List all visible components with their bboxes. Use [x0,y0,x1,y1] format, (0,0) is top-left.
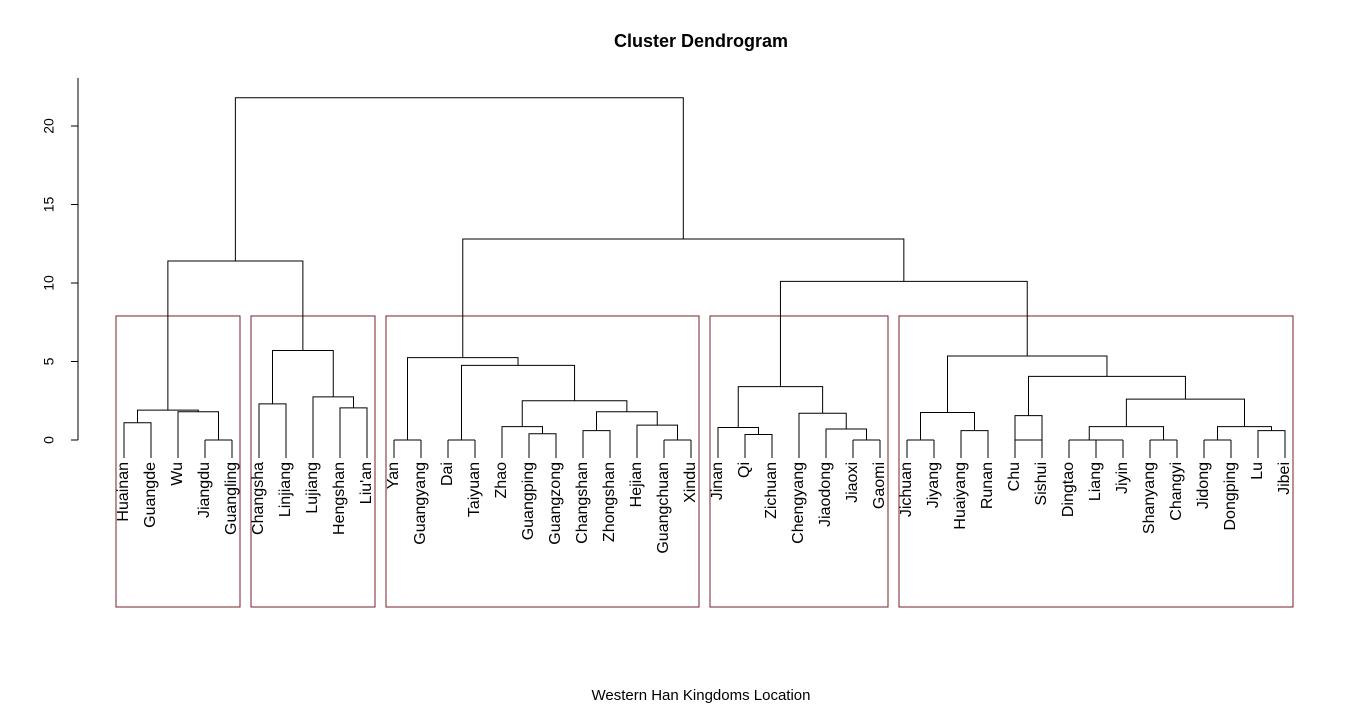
merge-branch [461,364,576,440]
leaf-label: Zichuan [763,462,780,519]
leaf-label: Guangde [142,462,159,528]
cluster-box [709,315,889,608]
merge-branch [798,412,847,440]
leaf-label: Hengshan [331,462,348,535]
leaf-label: Sishui [1033,462,1050,506]
merge-branch [339,407,368,440]
leaf-label: Zhao [493,462,510,499]
leaf-label: Changyi [1168,462,1185,521]
leaf-label: Lu [1249,462,1266,480]
merge-branch [312,396,354,440]
leaf-label: Chu [1006,462,1023,491]
merge-branch [737,386,824,428]
leaf-label: Jinan [709,462,726,500]
leaf-label: Guangping [520,462,537,540]
leaf-labels: Huainan Guangde Wu Jiangdu Guangling Changsha… [115,440,1293,554]
leaf-label: Jiaoxi [844,462,861,503]
merge-branch [1217,426,1272,440]
merge-branch [123,422,152,440]
merge-branch [528,433,557,440]
merge-branch [960,430,989,440]
leaf-label: Huainan [115,462,132,522]
dendrogram-branches [123,97,1286,441]
leaf-label: Linjiang [277,462,294,517]
leaf-label: Dingtao [1060,462,1077,517]
leaf-label: Huaiyang [952,462,969,530]
cluster-box [115,315,241,608]
merge-branch [1014,415,1043,440]
merge-branch [947,355,1108,413]
merge-branch [779,280,1028,387]
y-tick-label: 10 [41,275,57,291]
y-tick-label: 5 [41,357,57,365]
leaf-label: Yan [385,462,402,489]
leaf-label: Xindu [682,462,699,503]
leaf-label: Dongping [1222,462,1239,531]
leaf-label: Liu'an [358,462,375,504]
leaf-label: Gaomi [871,462,888,509]
leaf-label: Lujiang [304,462,321,514]
leaf-label: Guangchuan [655,462,672,554]
leaf-label: Jiaodong [817,462,834,527]
merge-branch [825,428,867,440]
leaf-label: Jibei [1276,462,1293,495]
cluster-box [385,315,700,608]
leaf-label: Guangling [223,462,240,535]
merge-branch [407,357,519,440]
leaf-label: Zhongshan [601,462,618,542]
merge-branch [1088,426,1164,440]
leaf-label: Runan [979,462,996,509]
leaf-label: Jidong [1195,462,1212,509]
merge-branch [1125,398,1245,427]
merge-branch [167,260,304,411]
merge-branch [177,411,219,440]
cluster-box [250,315,376,608]
cluster-boxes [115,315,1294,608]
leaf-label: Qi [736,462,753,478]
leaf-label: Taiyuan [466,462,483,517]
leaf-label: Hejian [628,462,645,507]
leaf-label: Jiyin [1114,462,1131,494]
leaf-label: Liang [1087,462,1104,501]
leaf-label: Jichuan [898,462,915,517]
leaf-label: Guangyang [412,462,429,545]
merge-branch [636,424,678,440]
cluster-box [898,315,1294,608]
y-tick-label: 15 [41,197,57,213]
leaf-label: Chengyang [790,462,807,544]
y-axis: 0 5 10 15 20 [41,78,79,444]
y-tick-label: 0 [41,436,57,444]
merge-branch [920,412,975,440]
merge-branch [521,400,628,427]
merge-branch [462,238,905,358]
leaf-label: Changshan [574,462,591,544]
leaf-label: Jiyang [925,462,942,508]
leaf-label: Shanyang [1141,462,1158,534]
merge-branch [582,430,611,440]
merge-branch [596,411,658,431]
merge-branch [258,403,287,440]
leaf-label: Changsha [250,462,267,535]
merge-branch [1028,375,1186,416]
leaf-label: Guangzong [547,462,564,545]
chart-title: Cluster Dendrogram [614,31,788,51]
y-tick-label: 20 [41,118,57,134]
merge-branch [272,350,334,404]
leaf-label: Jiangdu [196,462,213,518]
x-axis-label: Western Han Kingdoms Location [591,687,810,704]
leaf-label: Wu [169,462,186,486]
merge-branch [717,426,759,440]
leaf-label: Dai [439,462,456,486]
merge-branch [1257,430,1286,440]
merge-branch [744,434,773,440]
merge-branch [234,97,684,262]
